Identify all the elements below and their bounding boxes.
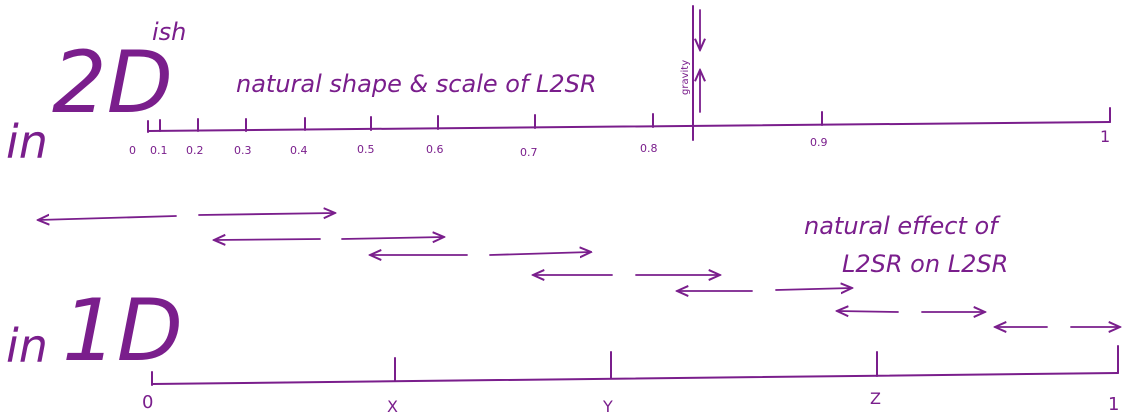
right-arrow-icon [198, 213, 335, 215]
top-tick-label: 0.1 [150, 144, 168, 157]
in-2d-main: 2D [52, 33, 173, 133]
top-tick-label: 0.6 [426, 143, 444, 156]
top-tick-label: 0.3 [234, 144, 252, 157]
top-axis-line [147, 121, 1111, 132]
gravity-label: gravity [680, 60, 691, 95]
in-1d-prefix: in [6, 319, 48, 373]
bottom-axis-line [151, 372, 1119, 385]
top-tick-label: 0 [129, 144, 136, 157]
right-arrow-icon [341, 237, 444, 239]
top-tick-label: 0.9 [810, 136, 828, 149]
top-tick-label: 0.2 [186, 144, 204, 157]
in-1d-main: 1D [62, 281, 183, 381]
top-tick-label: 0.7 [520, 146, 538, 159]
top-tick-label: 0.8 [640, 142, 658, 155]
bottom-tick-label: Y [602, 397, 613, 416]
top-tick-label: 1 [1100, 127, 1110, 146]
bottom-caption-line-1: natural effect of [804, 212, 1001, 240]
bottom-tick-label: 0 [142, 392, 153, 413]
bottom-caption-line-2: L2SR on L2SR [842, 250, 1008, 278]
top-tick-label: 0.4 [290, 144, 308, 157]
bottom-tick-label: X [387, 397, 398, 416]
in-2d-suffix: ish [152, 18, 186, 46]
in-2d-prefix: in [6, 115, 48, 169]
right-arrow-icon [489, 252, 591, 255]
left-arrow-icon [214, 239, 321, 240]
bottom-tick-label: 1 [1108, 394, 1119, 415]
bottom-tick-label: Z [870, 389, 881, 408]
top-tick-label: 0.5 [357, 143, 375, 156]
left-arrow-icon [837, 311, 899, 312]
left-arrow-icon [38, 216, 177, 220]
right-arrow-icon [775, 288, 852, 290]
top-caption: natural shape & scale of L2SR [236, 70, 597, 98]
